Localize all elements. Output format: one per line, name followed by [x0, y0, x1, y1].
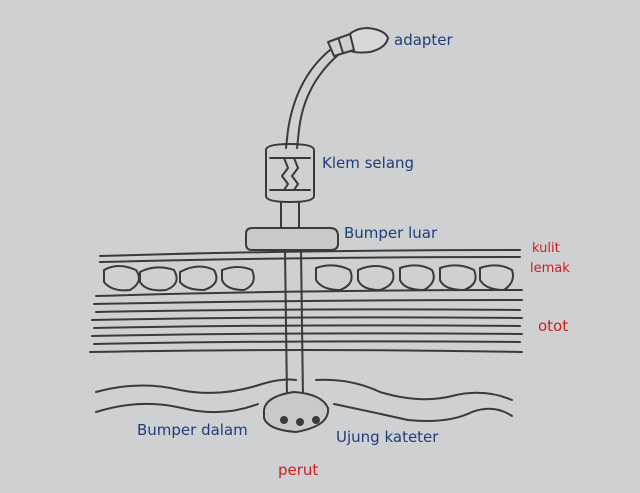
skin-layer	[99, 249, 521, 263]
label-perut: perut	[278, 461, 319, 479]
label-bumper-dalam: Bumper dalam	[137, 421, 248, 439]
label-bumper-luar: Bumper luar	[344, 224, 438, 242]
label-lemak: lemak	[530, 261, 570, 276]
label-kulit: kulit	[532, 241, 560, 256]
hose-clamp-shape	[265, 143, 315, 203]
inner-bumper-shape	[263, 391, 330, 433]
adapter-shape	[327, 27, 389, 57]
tube-lower	[284, 249, 304, 399]
fat-layer	[95, 264, 523, 297]
label-klem-selang: Klem selang	[322, 154, 415, 172]
outer-bumper-shape	[245, 227, 339, 251]
tube-upper	[285, 49, 339, 149]
muscle-layer	[89, 299, 523, 353]
label-otot: otot	[538, 317, 569, 335]
stomach-wall	[95, 378, 513, 422]
label-adapter: adapter	[394, 31, 453, 49]
label-ujung-kateter: Ujung kateter	[336, 428, 439, 446]
